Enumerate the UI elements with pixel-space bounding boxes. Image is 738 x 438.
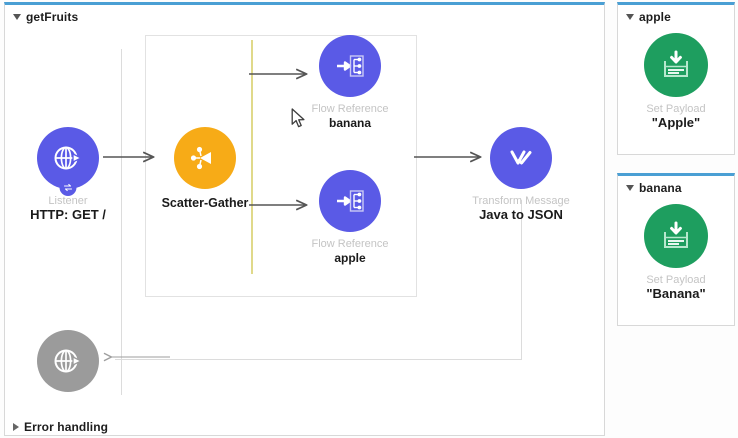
node-transform-message[interactable]: Transform Message Java to JSON [461, 127, 581, 222]
banana-panel-header[interactable]: banana [626, 181, 682, 195]
transform-message-circle[interactable] [490, 127, 552, 189]
node-type-label: Set Payload [646, 103, 706, 115]
flow-panel-banana[interactable]: banana Set Payload "Banana" [617, 173, 735, 326]
node-type-label: Flow Reference [311, 238, 389, 250]
node-name-label: Java to JSON [479, 207, 563, 222]
triangle-down-icon[interactable] [626, 185, 634, 191]
node-http-listener[interactable]: Listener HTTP: GET / [8, 127, 128, 222]
flow-reference-icon [337, 55, 364, 77]
node-name-label: "Banana" [646, 286, 706, 301]
transform-message-icon [510, 150, 532, 165]
node-error-listener[interactable] [8, 330, 128, 392]
node-type-label: Transform Message [472, 195, 570, 207]
http-connector-badge-icon [59, 179, 77, 196]
node-name-label: banana [328, 116, 371, 130]
node-scatter-gather[interactable]: Scatter-Gather [145, 127, 265, 210]
flow-reference-icon [337, 190, 364, 212]
node-set-payload-apple[interactable]: Set Payload "Apple" [617, 33, 735, 130]
node-name-label: HTTP: GET / [30, 207, 106, 222]
mouse-pointer-icon [291, 108, 307, 130]
triangle-down-icon[interactable] [13, 14, 21, 20]
flow-reference-circle[interactable] [319, 35, 381, 97]
listener-circle[interactable] [37, 127, 99, 196]
flow-return-horizontal-line [115, 359, 522, 360]
error-handling-label: Error handling [24, 420, 109, 434]
set-payload-circle[interactable] [644, 204, 708, 268]
error-listener-circle[interactable] [37, 330, 99, 392]
triangle-right-icon[interactable] [13, 423, 19, 431]
globe-icon [54, 349, 83, 373]
set-payload-circle[interactable] [644, 33, 708, 97]
flow-source-guide-line [121, 49, 122, 395]
flow-reference-circle[interactable] [319, 170, 381, 232]
scatter-gather-route-divider [251, 40, 253, 274]
flow-return-vertical-line [521, 200, 522, 359]
node-type-label: Listener [48, 195, 88, 207]
scatter-gather-circle[interactable] [174, 127, 236, 189]
globe-icon [54, 146, 83, 170]
node-type-label: Flow Reference [311, 103, 389, 115]
node-flow-reference-apple[interactable]: Flow Reference apple [290, 170, 410, 265]
node-set-payload-banana[interactable]: Set Payload "Banana" [617, 204, 735, 301]
flow-panel-header[interactable]: getFruits [13, 10, 78, 24]
flow-panel-apple[interactable]: apple Set Payload "Apple" [617, 2, 735, 155]
apple-panel-header[interactable]: apple [626, 10, 671, 24]
node-name-label: apple [334, 251, 366, 265]
page-title: getFruits [26, 10, 79, 24]
triangle-down-icon[interactable] [626, 14, 634, 20]
node-name-label: "Apple" [651, 115, 701, 130]
scatter-gather-icon [190, 146, 211, 170]
node-name-label: Scatter-Gather [161, 196, 249, 210]
node-type-label: Set Payload [646, 274, 706, 286]
set-payload-icon [664, 50, 688, 77]
node-flow-reference-banana[interactable]: Flow Reference banana [290, 35, 410, 130]
error-handling-section[interactable]: Error handling [13, 420, 108, 434]
banana-panel-title: banana [639, 181, 682, 195]
flow-panel-getfruits[interactable]: getFruits [4, 2, 605, 436]
set-payload-icon [664, 221, 688, 248]
apple-panel-title: apple [639, 10, 671, 24]
